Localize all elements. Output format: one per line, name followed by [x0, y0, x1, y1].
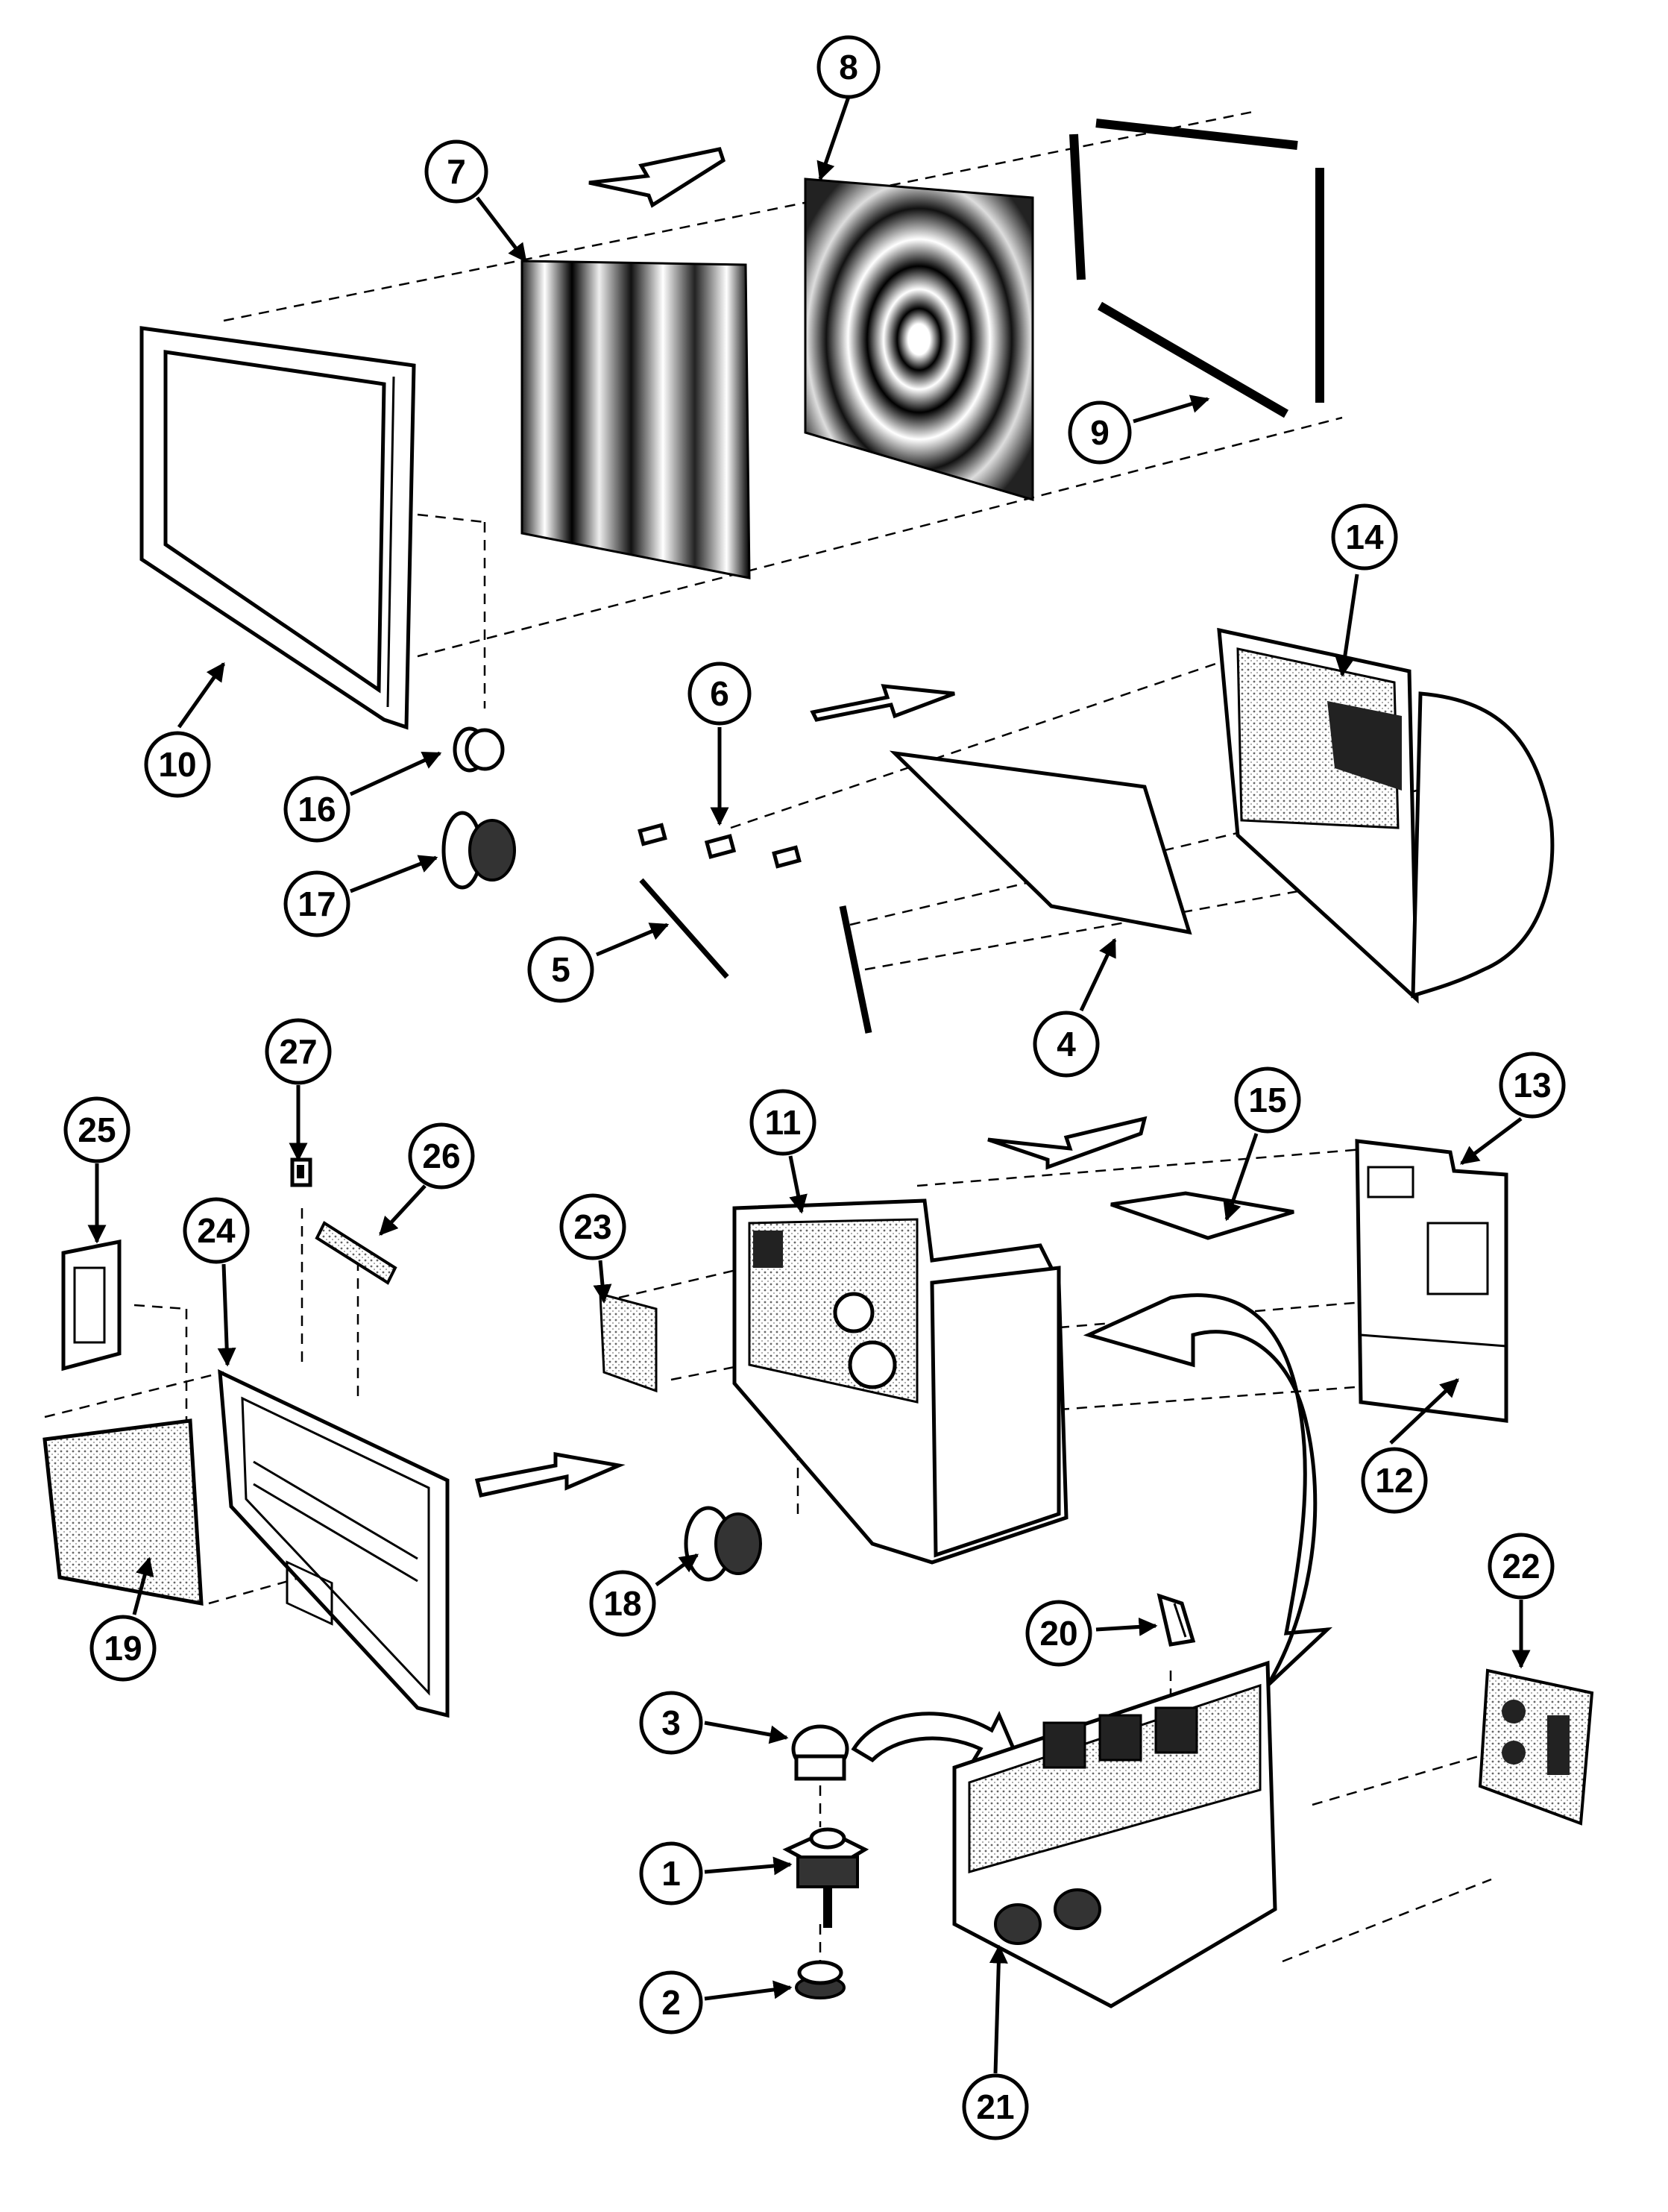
svg-text:4: 4 — [1057, 1025, 1076, 1063]
curved-arrow-right — [1083, 1293, 1333, 1687]
part-23-panel — [599, 1292, 658, 1393]
part-8-fresnel-lens — [804, 177, 1034, 502]
part-16-tweeter — [453, 726, 505, 773]
callout-18: 18 — [589, 1570, 656, 1637]
part-24-front-panel — [218, 1369, 450, 1718]
svg-text:2: 2 — [661, 1983, 681, 2022]
part-9-frame-strips — [1069, 119, 1324, 418]
part-22-circuit-board — [1478, 1668, 1594, 1826]
part-1-crt — [782, 1827, 869, 1928]
svg-text:15: 15 — [1248, 1081, 1286, 1119]
callout-13: 13 — [1499, 1052, 1566, 1119]
direction-arrow-middle — [810, 684, 955, 722]
callout-26: 26 — [408, 1122, 475, 1190]
part-17-speaker — [441, 811, 516, 890]
leader-lines — [87, 96, 1531, 2074]
direction-arrow-middle-right — [987, 1116, 1148, 1170]
callout-22: 22 — [1488, 1533, 1555, 1600]
callout-7: 7 — [424, 139, 488, 204]
callout-21: 21 — [962, 2073, 1029, 2140]
svg-text:17: 17 — [298, 885, 336, 923]
callout-20: 20 — [1025, 1600, 1092, 1667]
svg-text:12: 12 — [1375, 1461, 1413, 1500]
direction-arrow-lower-left — [474, 1452, 626, 1498]
part-10-screen-frame — [139, 326, 416, 730]
svg-text:11: 11 — [765, 1103, 802, 1142]
callout-2: 2 — [639, 1970, 703, 2035]
callout-16: 16 — [283, 776, 350, 843]
part-2-yoke — [795, 1960, 846, 1999]
part-11-cabinet — [732, 1198, 1069, 1565]
callout-8: 8 — [816, 35, 881, 99]
svg-text:10: 10 — [158, 745, 196, 784]
svg-text:7: 7 — [447, 152, 466, 191]
callout-25: 25 — [63, 1096, 130, 1163]
part-13-rear-panel — [1355, 1139, 1508, 1423]
callout-5: 5 — [527, 936, 594, 1003]
callout-23: 23 — [559, 1193, 626, 1260]
callout-15: 15 — [1234, 1066, 1301, 1134]
svg-text:8: 8 — [839, 48, 858, 87]
svg-text:14: 14 — [1345, 518, 1384, 556]
part-25-bracket — [61, 1239, 122, 1371]
svg-text:22: 22 — [1502, 1547, 1540, 1586]
callout-4: 4 — [1033, 1011, 1100, 1078]
part-15-sheet — [1110, 1191, 1294, 1240]
callout-6: 6 — [687, 662, 752, 726]
part-14-mirror-assembly — [1217, 627, 1555, 1004]
svg-text:5: 5 — [551, 950, 570, 989]
svg-text:6: 6 — [710, 674, 729, 713]
svg-text:20: 20 — [1039, 1614, 1077, 1653]
svg-text:26: 26 — [422, 1137, 460, 1175]
svg-text:23: 23 — [573, 1207, 611, 1246]
svg-text:27: 27 — [279, 1032, 317, 1071]
part-4-mirror — [889, 750, 1192, 935]
callout-1: 1 — [639, 1841, 703, 1905]
callout-17: 17 — [283, 870, 350, 937]
svg-text:25: 25 — [78, 1110, 116, 1149]
callout-11: 11 — [749, 1089, 816, 1156]
callout-9: 9 — [1068, 400, 1132, 465]
callout-27: 27 — [265, 1018, 332, 1085]
svg-text:24: 24 — [197, 1211, 236, 1250]
callout-14: 14 — [1331, 503, 1398, 571]
part-7-lenticular-screen — [520, 260, 751, 579]
callout-12: 12 — [1361, 1447, 1428, 1514]
svg-text:16: 16 — [298, 790, 336, 829]
part-26-control-board — [315, 1221, 397, 1285]
callout-3: 3 — [639, 1691, 703, 1755]
callout-24: 24 — [183, 1197, 250, 1264]
part-6-clips — [638, 823, 802, 869]
part-27-switch — [290, 1157, 312, 1187]
curved-arrow-small — [851, 1711, 1025, 1770]
part-5-mirror-rail — [639, 878, 872, 1034]
part-20-bracket — [1156, 1593, 1196, 1647]
callout-19: 19 — [89, 1615, 157, 1682]
svg-text:9: 9 — [1090, 413, 1110, 452]
svg-text:21: 21 — [976, 2087, 1014, 2126]
direction-arrow-top — [588, 147, 726, 208]
svg-text:1: 1 — [661, 1854, 681, 1893]
part-21-chassis — [952, 1660, 1277, 2008]
svg-text:13: 13 — [1513, 1066, 1551, 1105]
part-18-speaker — [684, 1506, 762, 1582]
part-19-grille — [43, 1418, 204, 1606]
part-3-cap — [791, 1724, 849, 1781]
svg-text:19: 19 — [104, 1629, 142, 1668]
svg-text:3: 3 — [661, 1703, 681, 1742]
callout-10: 10 — [144, 731, 211, 798]
svg-text:18: 18 — [603, 1584, 641, 1623]
